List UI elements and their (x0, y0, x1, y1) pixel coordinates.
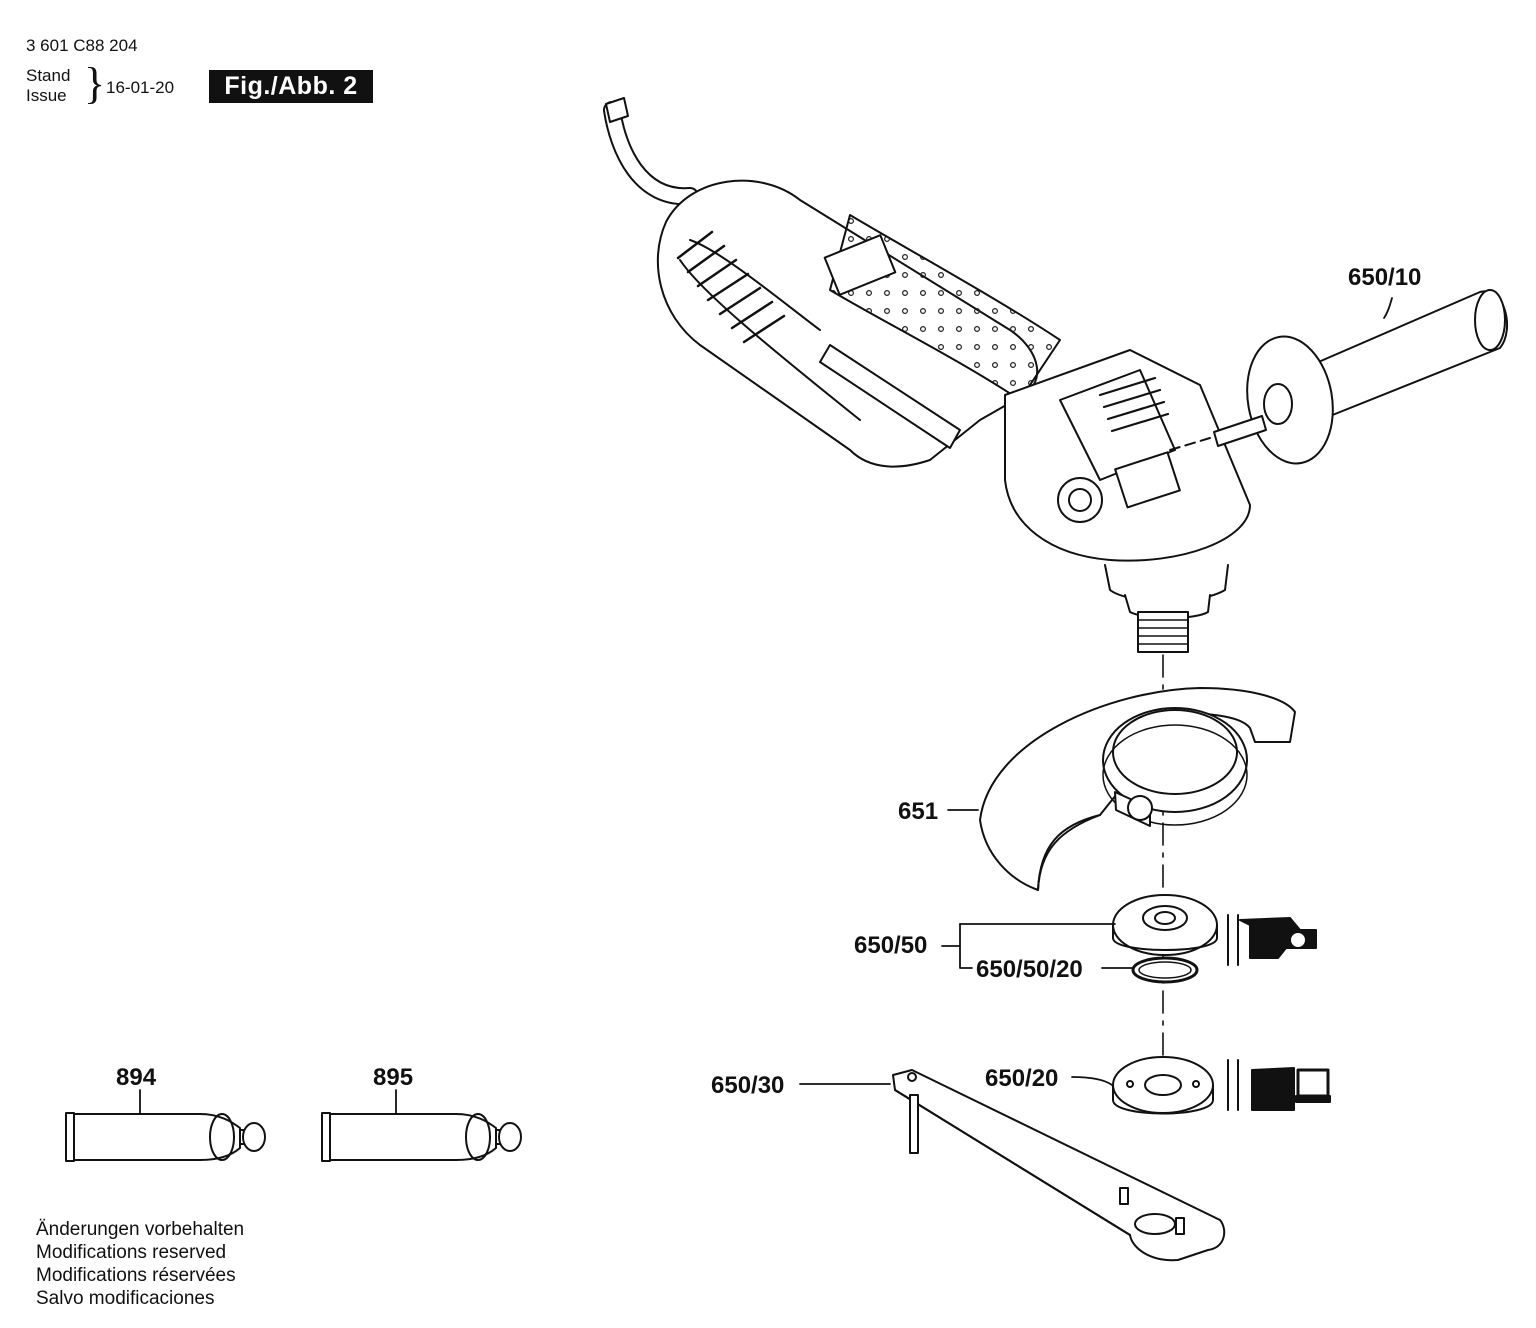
note-german: Änderungen vorbehalten (36, 1219, 245, 1240)
nut-section-symbol (1227, 1059, 1331, 1111)
mounting-flange (1112, 894, 1218, 956)
note-french: Modifications réservées (36, 1265, 236, 1286)
power-cord (603, 97, 699, 206)
callout-flange: 650/50 (854, 932, 928, 959)
note-english: Modifications reserved (36, 1242, 227, 1263)
angle-grinder-body (656, 179, 1251, 653)
callout-handle: 650/10 (1348, 264, 1422, 291)
clamping-nut (1112, 1056, 1214, 1115)
brace-glyph: } (84, 59, 106, 108)
callout-nut: 650/20 (985, 1065, 1059, 1092)
flange-section-symbol (1227, 914, 1317, 966)
wheel-guard (979, 687, 1296, 891)
callout-tube-894: 894 (116, 1064, 157, 1091)
issue-date: 16-01-20 (106, 78, 175, 97)
figure-badge: Fig./Abb. 2 (209, 70, 373, 103)
stand-issue-labels: Stand Issue (26, 66, 70, 106)
issue-label: Issue (26, 86, 67, 105)
callout-o-ring: 650/50/20 (976, 956, 1083, 983)
part-number: 3 601 C88 204 (26, 36, 138, 55)
grease-tube-894 (65, 1112, 266, 1162)
auxiliary-handle (1169, 289, 1509, 465)
callout-tube-895: 895 (373, 1064, 414, 1091)
leader-lines (139, 297, 1393, 1119)
grease-tube-895 (321, 1112, 522, 1162)
callout-guard: 651 (898, 798, 939, 825)
stand-label: Stand (26, 66, 71, 85)
two-pin-spanner (892, 1069, 1226, 1262)
o-ring (1131, 956, 1199, 984)
callout-spanner: 650/30 (711, 1072, 785, 1099)
note-spanish: Salvo modificaciones (36, 1288, 215, 1309)
